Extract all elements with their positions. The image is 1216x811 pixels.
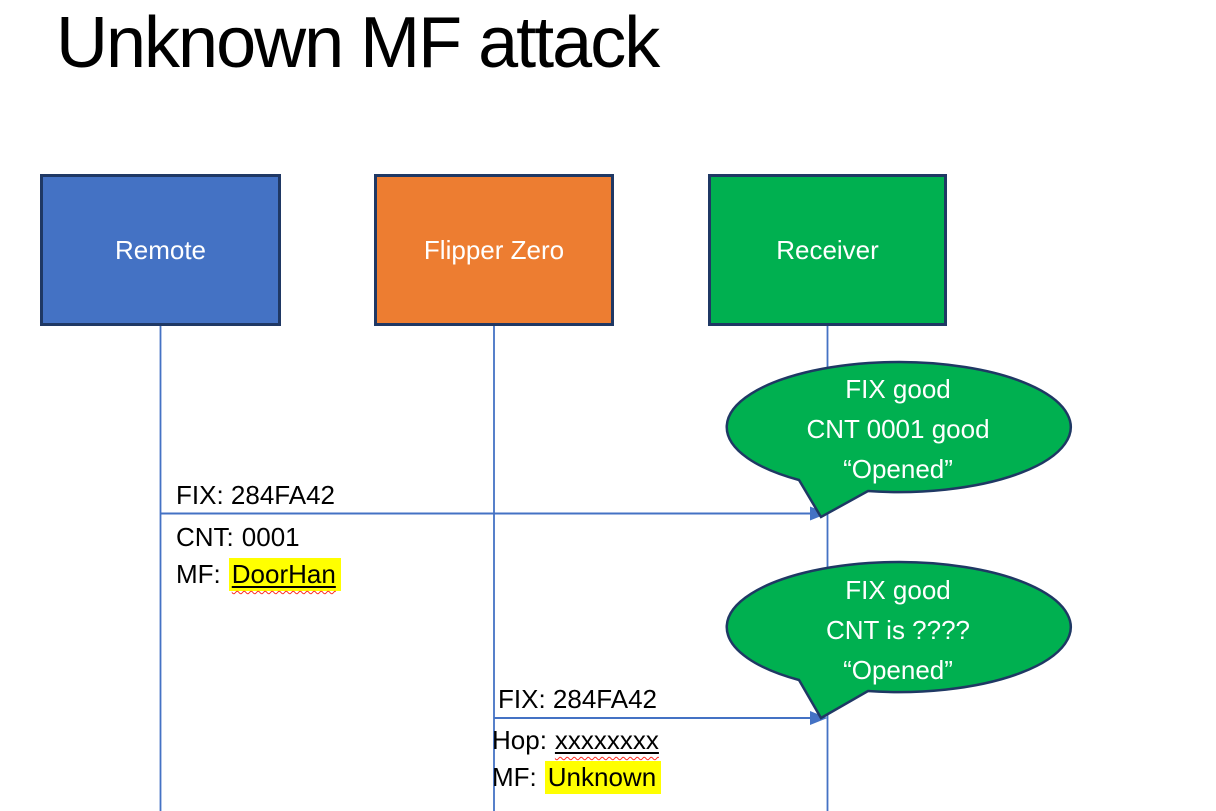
message2-arrowhead-icon [810, 711, 828, 725]
message-2-hop-prefix: Hop: [492, 725, 547, 755]
message-2-label-above: FIX: 284FA42 [498, 684, 657, 714]
actor-box-receiver: Receiver [708, 174, 947, 326]
message-1-mf-prefix: MF: [176, 559, 221, 589]
callout-2-text: FIX good CNT is ???? “Opened” [725, 570, 1071, 690]
message-1-label-above: FIX: 284FA42 [176, 480, 335, 510]
message-2-labels-below: Hop: xxxxxxxx MF:Unknown [492, 722, 662, 796]
callout-2-line-3: “Opened” [843, 655, 953, 685]
message-1-cnt-prefix: CNT: [176, 522, 234, 552]
message-2-hop-squiggle: xxxxxxxx [555, 725, 659, 755]
actor-label-receiver: Receiver [776, 234, 879, 265]
message-2-mf-prefix: MF: [492, 762, 537, 792]
message-1-labels-below: CNT:0001 MF: DoorHan [176, 519, 341, 593]
message-2-mf-value: Unknown [544, 761, 662, 794]
message-1-line-cnt: CNT:0001 [176, 519, 341, 556]
message-2-line-mf: MF:Unknown [492, 759, 662, 796]
callout-1-line-2: CNT 0001 good [806, 414, 990, 444]
message-2-hop-value: xxxxxxxx [554, 725, 659, 755]
actor-box-remote: Remote [40, 174, 281, 326]
message-1-mf-highlight: DoorHan [228, 558, 341, 591]
message-1-line-mf: MF: DoorHan [176, 556, 341, 593]
callout-bubble-2 [725, 560, 1072, 720]
actor-label-flipper-zero: Flipper Zero [423, 234, 565, 265]
callout-bubble-1 [725, 360, 1072, 519]
message-1-mf-value: DoorHan [231, 559, 336, 589]
callout-1-line-3: “Opened” [843, 454, 953, 484]
message-2-line-hop: Hop: xxxxxxxx [492, 722, 661, 759]
actor-label-remote: Remote [114, 234, 207, 265]
callout-1-text: FIX good CNT 0001 good “Opened” [725, 369, 1071, 489]
callout-2-line-1: FIX good [845, 575, 951, 605]
actor-box-flipper-zero: Flipper Zero [374, 174, 614, 326]
slide-title: Unknown MF attack [56, 3, 660, 83]
callout-1-line-1: FIX good [845, 374, 951, 404]
message-1-cnt-value: 0001 [241, 522, 300, 552]
callout-2-line-2: CNT is ???? [825, 615, 971, 645]
